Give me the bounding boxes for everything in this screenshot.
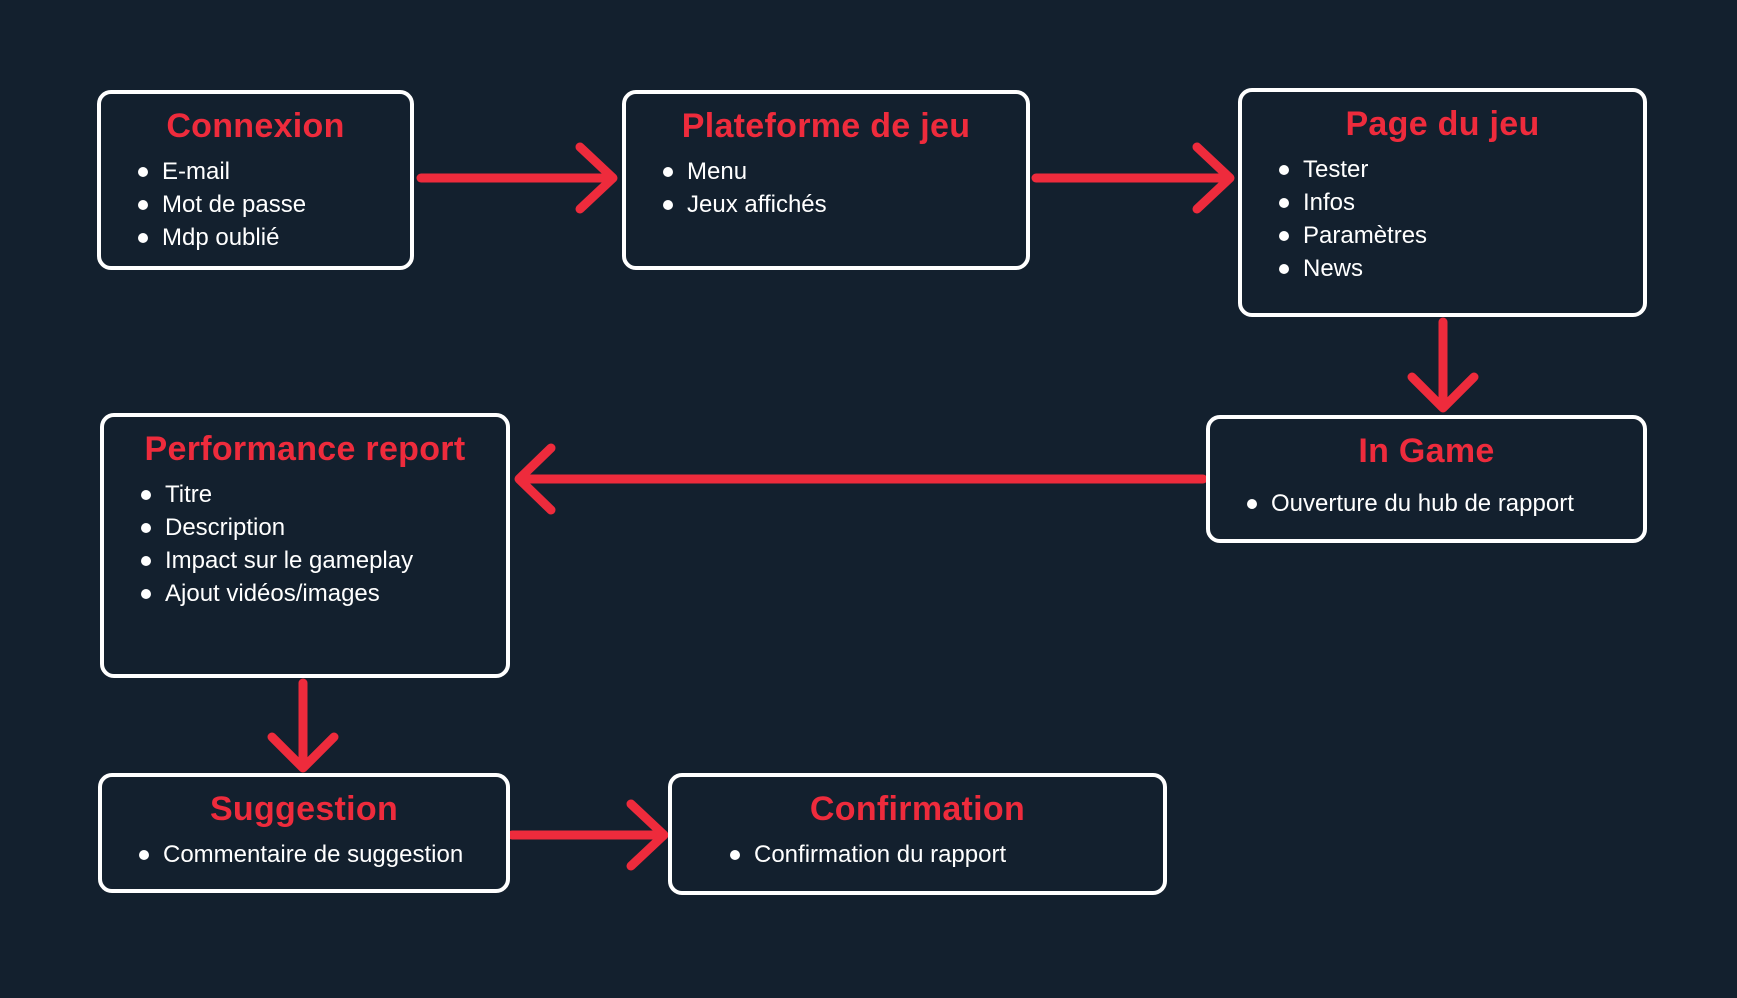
list-item: Mot de passe xyxy=(138,188,396,221)
node-confirmation: Confirmation Confirmation du rapport xyxy=(668,773,1167,895)
bullet-icon xyxy=(663,199,673,210)
bullet-icon xyxy=(1247,498,1257,509)
item-label: Commentaire de suggestion xyxy=(163,841,464,869)
item-label: Confirmation du rapport xyxy=(754,841,1007,869)
bullet-icon xyxy=(141,588,151,599)
node-title: Confirmation xyxy=(809,790,1026,828)
node-items: Tester Infos Paramètres News xyxy=(1242,153,1643,285)
bullet-icon xyxy=(663,166,673,177)
list-item: News xyxy=(1279,252,1629,285)
node-performance-report: Performance report Titre Description Imp… xyxy=(100,413,510,678)
item-label: Mot de passe xyxy=(162,191,307,219)
item-label: Description xyxy=(165,514,286,542)
list-item: Tester xyxy=(1279,153,1629,186)
list-item: Commentaire de suggestion xyxy=(139,838,492,871)
node-items: Commentaire de suggestion xyxy=(102,838,506,871)
bullet-icon xyxy=(141,489,151,500)
list-item: Ajout vidéos/images xyxy=(141,577,492,610)
item-label: E-mail xyxy=(162,158,231,186)
bullet-icon xyxy=(1279,197,1289,208)
node-items: Ouverture du hub de rapport xyxy=(1210,487,1643,520)
arrow-page-du-jeu-to-in-game xyxy=(1407,317,1479,413)
arrow-in-game-to-performance-report xyxy=(514,443,1208,515)
node-title: Connexion xyxy=(166,107,345,145)
node-items: Titre Description Impact sur le gameplay… xyxy=(104,478,506,610)
item-label: Tester xyxy=(1303,156,1369,184)
bullet-icon xyxy=(138,232,148,243)
bullet-icon xyxy=(138,199,148,210)
node-plateforme-de-jeu: Plateforme de jeu Menu Jeux affichés xyxy=(622,90,1030,270)
item-label: Mdp oublié xyxy=(162,224,280,252)
bullet-icon xyxy=(139,849,149,860)
node-in-game: In Game Ouverture du hub de rapport xyxy=(1206,415,1647,543)
list-item: Mdp oublié xyxy=(138,221,396,254)
node-title: Performance report xyxy=(144,430,466,468)
bullet-icon xyxy=(138,166,148,177)
node-title: Suggestion xyxy=(209,790,399,828)
node-items: Confirmation du rapport xyxy=(672,838,1163,871)
list-item: Paramètres xyxy=(1279,219,1629,252)
bullet-icon xyxy=(1279,164,1289,175)
node-title: In Game xyxy=(1358,432,1495,470)
item-label: Impact sur le gameplay xyxy=(165,547,414,575)
node-title: Plateforme de jeu xyxy=(681,107,971,145)
item-label: News xyxy=(1303,255,1364,283)
arrow-suggestion-to-confirmation xyxy=(507,799,669,871)
list-item: Ouverture du hub de rapport xyxy=(1247,487,1629,520)
arrow-plateforme-to-page-du-jeu xyxy=(1031,142,1235,214)
arrow-connexion-to-plateforme xyxy=(416,142,618,214)
item-label: Paramètres xyxy=(1303,222,1428,250)
node-items: E-mail Mot de passe Mdp oublié xyxy=(101,155,410,254)
node-connexion: Connexion E-mail Mot de passe Mdp oublié xyxy=(97,90,414,270)
item-label: Ouverture du hub de rapport xyxy=(1271,490,1574,518)
list-item: Confirmation du rapport xyxy=(730,838,1149,871)
bullet-icon xyxy=(141,555,151,566)
node-title: Page du jeu xyxy=(1345,105,1540,143)
item-label: Titre xyxy=(165,481,213,509)
arrow-performance-report-to-suggestion xyxy=(267,678,339,773)
list-item: Description xyxy=(141,511,492,544)
node-page-du-jeu: Page du jeu Tester Infos Paramètres News xyxy=(1238,88,1647,317)
list-item: Jeux affichés xyxy=(663,188,1012,221)
list-item: Impact sur le gameplay xyxy=(141,544,492,577)
item-label: Infos xyxy=(1303,189,1356,217)
bullet-icon xyxy=(1279,230,1289,241)
list-item: Titre xyxy=(141,478,492,511)
node-suggestion: Suggestion Commentaire de suggestion xyxy=(98,773,510,893)
list-item: Menu xyxy=(663,155,1012,188)
bullet-icon xyxy=(730,849,740,860)
node-items: Menu Jeux affichés xyxy=(626,155,1026,221)
list-item: Infos xyxy=(1279,186,1629,219)
list-item: E-mail xyxy=(138,155,396,188)
bullet-icon xyxy=(1279,263,1289,274)
item-label: Jeux affichés xyxy=(687,191,827,219)
item-label: Menu xyxy=(687,158,748,186)
item-label: Ajout vidéos/images xyxy=(165,580,380,608)
bullet-icon xyxy=(141,522,151,533)
